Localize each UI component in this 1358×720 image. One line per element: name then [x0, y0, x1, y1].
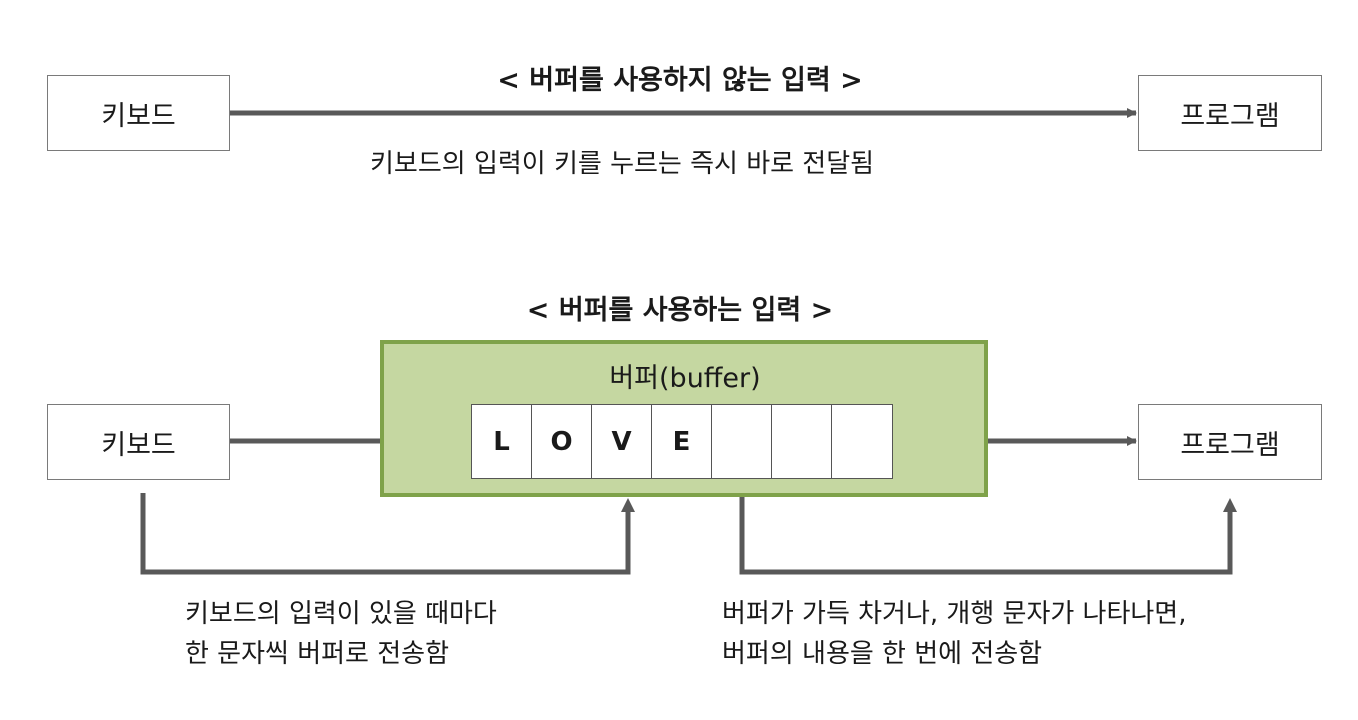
buffer-cells: L O V E: [471, 404, 893, 479]
caption-line: 버퍼가 가득 차거나, 개행 문자가 나타나면,: [722, 599, 1187, 629]
keyboard-box-top: 키보드: [47, 75, 230, 151]
buffer-cell: V: [592, 405, 652, 478]
program-box-bottom: 프로그램: [1138, 404, 1322, 480]
caption-keyboard-to-buffer: 키보드의 입력이 있을 때마다 한 문자씩 버퍼로 전송함: [185, 594, 497, 674]
buffer-cell: O: [532, 405, 592, 478]
caption-line: 버퍼의 내용을 한 번에 전송함: [722, 639, 1043, 669]
buffer-cell: E: [652, 405, 712, 478]
caption-line: 한 문자씩 버퍼로 전송함: [185, 639, 449, 669]
buffer-cell: L: [472, 405, 532, 478]
buffer-label: 버퍼(buffer): [609, 363, 761, 394]
buffer-flush-path-arrow: [739, 495, 1237, 575]
caption-line: 키보드의 입력이 있을 때마다: [185, 599, 497, 629]
program-box-top: 프로그램: [1138, 75, 1322, 151]
keyboard-send-path-arrow: [140, 493, 635, 575]
caption-no-buffer: 키보드의 입력이 키를 누르는 즉시 바로 전달됨: [370, 149, 875, 179]
title-no-buffer: < 버퍼를 사용하지 않는 입력 >: [497, 65, 863, 96]
keyboard-box-bottom: 키보드: [47, 404, 230, 480]
buffer-cell: [832, 405, 892, 478]
buffer-cell: [712, 405, 772, 478]
caption-buffer-to-program: 버퍼가 가득 차거나, 개행 문자가 나타나면, 버퍼의 내용을 한 번에 전송…: [722, 594, 1187, 674]
buffer-cell: [772, 405, 832, 478]
title-with-buffer: < 버퍼를 사용하는 입력 >: [526, 295, 834, 326]
